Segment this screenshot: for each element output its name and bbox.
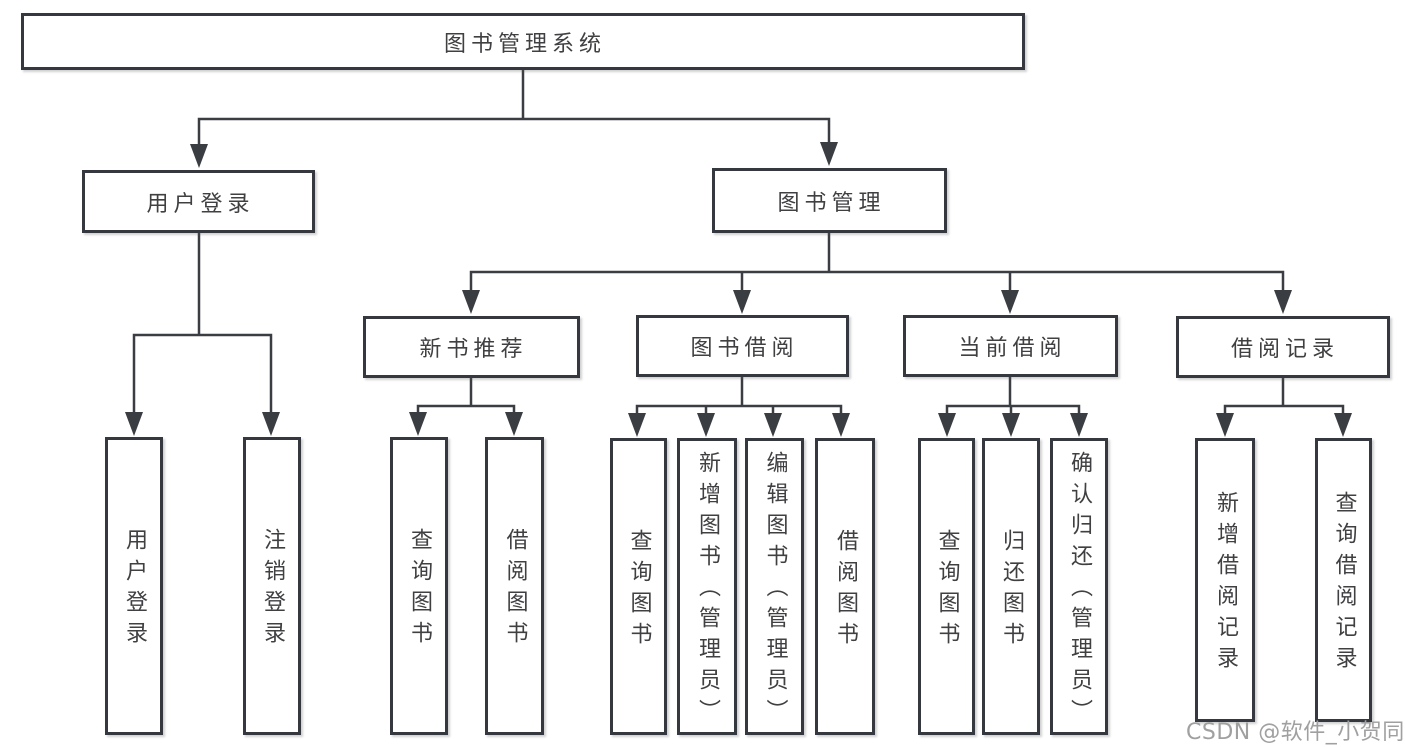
node-label: 用户登录 (146, 191, 255, 217)
node-label: 查询图书 (407, 528, 432, 652)
node-current-borrowing: 当前借阅 (903, 315, 1118, 377)
leaf-add-borrow-record: 新增借阅记录 (1195, 438, 1255, 722)
node-book-management: 图书管理 (712, 168, 947, 233)
leaf-confirm-return-admin: 确认归还（管理员） (1050, 438, 1108, 735)
node-label: 确认归还（管理员） (1067, 451, 1092, 730)
node-book-borrowing: 图书借阅 (636, 315, 849, 377)
leaf-recommend-query-books: 查询图书 (390, 437, 448, 735)
leaf-current-query-books: 查询图书 (918, 438, 975, 735)
node-label: 新增借阅记录 (1213, 491, 1238, 677)
node-label: 新增图书（管理员） (695, 451, 720, 730)
leaf-user-login: 用户登录 (105, 437, 163, 735)
node-label: 借阅记录 (1230, 337, 1339, 362)
leaf-query-borrow-record: 查询借阅记录 (1315, 438, 1372, 722)
csdn-watermark: CSDN @软件_小贺同学 (1186, 720, 1405, 745)
node-label: 查询借阅记录 (1331, 491, 1357, 677)
leaf-add-book-admin: 新增图书（管理员） (677, 438, 737, 735)
node-library-system: 图书管理系统 (21, 13, 1025, 70)
node-label: 当前借阅 (958, 336, 1067, 361)
node-label: 新书推荐 (419, 337, 528, 362)
node-label: 借阅图书 (833, 528, 858, 653)
leaf-edit-book-admin: 编辑图书（管理员） (745, 438, 804, 735)
node-label: 图书借阅 (690, 336, 799, 361)
node-borrowing-records: 借阅记录 (1176, 316, 1390, 378)
tree-edges (132, 68, 1345, 417)
node-label: 图书管理 (777, 190, 886, 216)
node-user-login: 用户登录 (82, 170, 315, 233)
node-label: 归还图书 (999, 528, 1024, 653)
node-new-book-recommendation: 新书推荐 (363, 316, 580, 378)
node-label: 查询图书 (934, 528, 960, 653)
node-label: 编辑图书（管理员） (762, 451, 788, 730)
node-label: 图书管理系统 (443, 31, 606, 57)
node-label: 查询图书 (626, 528, 652, 653)
leaf-recommend-borrow-books: 借阅图书 (485, 437, 544, 735)
node-label: 借阅图书 (502, 528, 528, 652)
leaf-return-books: 归还图书 (982, 438, 1040, 735)
node-label: 注销登录 (260, 528, 285, 652)
leaf-borrow-query-books: 查询图书 (610, 438, 667, 735)
leaf-logout: 注销登录 (243, 437, 301, 735)
node-label: 用户登录 (122, 528, 147, 652)
leaf-borrow-books: 借阅图书 (815, 438, 875, 735)
